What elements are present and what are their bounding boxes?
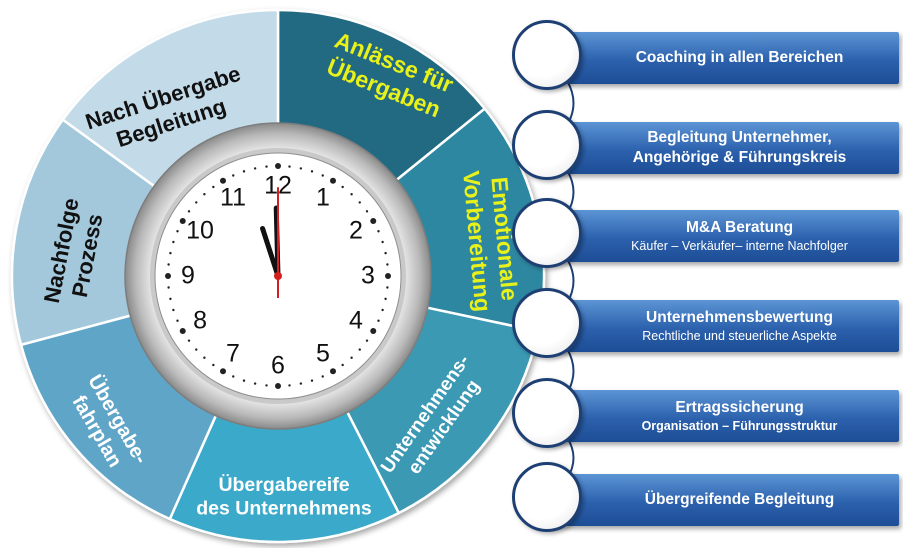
clock-number: 6 — [271, 352, 285, 380]
clock-number: 10 — [186, 217, 214, 245]
service-item: Coaching in allen Bereichen — [512, 20, 902, 96]
service-title: Begleitung Unternehmer, — [647, 129, 832, 146]
bullet-circle — [512, 462, 582, 532]
service-item: Übergreifende Begleitung — [512, 462, 902, 538]
bullet-circle — [512, 288, 582, 358]
service-bar: Begleitung Unternehmer, Angehörige & Führ… — [550, 122, 899, 174]
bullet-circle — [512, 378, 582, 448]
clock-number: 7 — [226, 340, 240, 368]
clock-number: 11 — [220, 184, 246, 212]
service-title: Übergreifende Begleitung — [644, 491, 835, 508]
service-title: M&A Beratung — [685, 219, 794, 236]
service-item: Begleitung Unternehmer, Angehörige & Führ… — [512, 110, 902, 186]
clock-number: 4 — [349, 307, 363, 335]
service-bar: Übergreifende Begleitung — [550, 474, 899, 526]
clock-number: 3 — [361, 262, 375, 290]
clock-number: 5 — [316, 340, 330, 368]
service-title: Coaching in allen Bereichen — [635, 49, 844, 66]
service-title: Ertragssicherung — [675, 399, 804, 416]
minute-hand — [260, 225, 281, 279]
service-subtitle: Rechtliche und steuerliche Aspekte — [642, 329, 837, 343]
segment-label-nachfolge: NachfolgeProzess — [39, 196, 110, 310]
clock-number: 8 — [193, 307, 207, 335]
service-subtitle: Käufer – Verkäufer– interne Nachfolger — [631, 239, 848, 253]
service-bar: Coaching in allen Bereichen — [550, 32, 899, 84]
clock-number: 9 — [181, 262, 195, 290]
clock-number: 1 — [316, 184, 330, 212]
service-title: Unternehmensbewertung — [646, 309, 833, 326]
bullet-circle — [512, 198, 582, 268]
clock-number: 2 — [349, 217, 363, 245]
service-title-line2: Angehörige & Führungskreis — [632, 149, 847, 166]
process-wheel: Anlässe fürÜbergabenEmotionaleVorbereitu… — [10, 8, 546, 544]
bullet-circle — [512, 110, 582, 180]
service-subtitle: Organisation – Führungsstruktur — [641, 419, 838, 433]
bullet-circle — [512, 20, 582, 90]
